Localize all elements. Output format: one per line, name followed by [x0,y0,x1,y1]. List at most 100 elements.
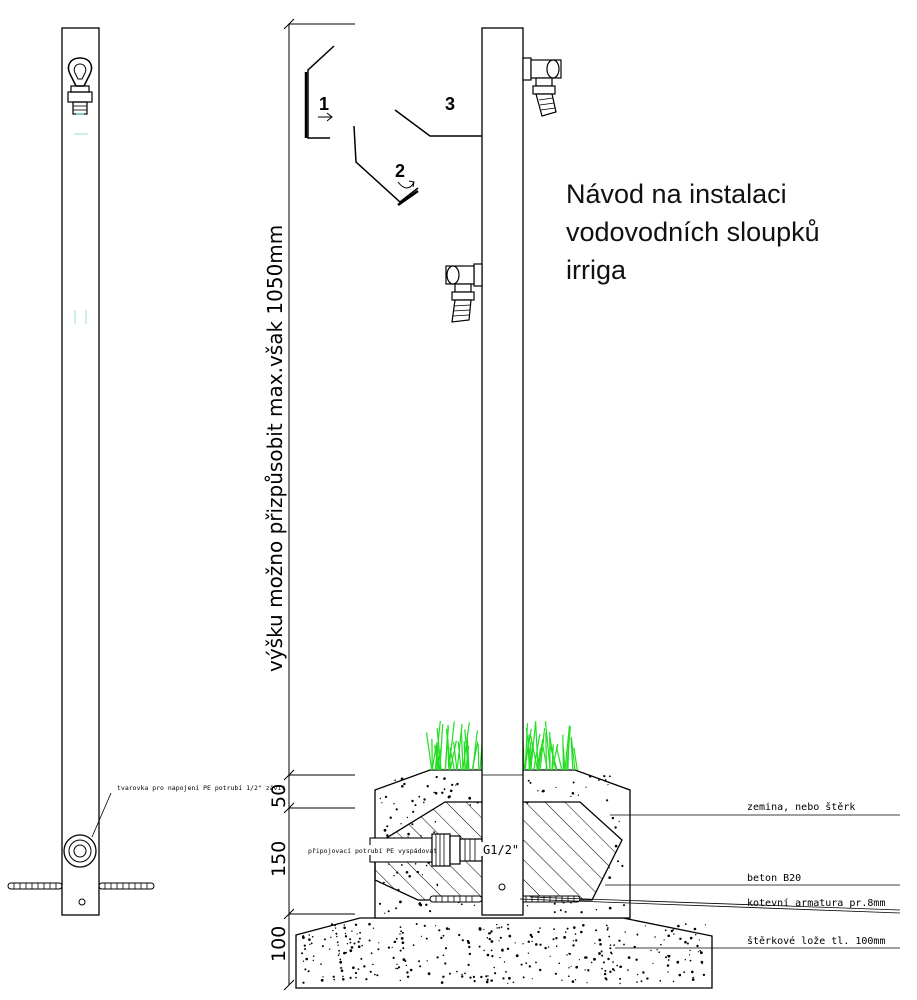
speckle [601,954,604,957]
speckle [508,934,512,938]
speckle [611,816,615,820]
speckle [412,944,415,947]
speckle [491,955,494,958]
speckle [442,934,445,937]
grass-blade [453,741,458,771]
speckle [414,804,417,807]
speckle [357,945,361,948]
speckle [356,933,358,935]
speckle [420,835,422,837]
speckle [456,970,458,973]
speckle [704,924,707,926]
speckle [603,775,606,778]
speckle [402,947,405,950]
speckle [542,789,545,793]
speckle [580,930,583,934]
speckle [692,976,694,979]
speckle [606,928,609,931]
speckle [302,981,305,984]
grass-blade [447,738,450,771]
speckle [698,939,701,941]
speckle [415,923,418,925]
speckle [656,949,658,951]
speckle [467,941,471,944]
speckle [670,929,674,933]
speckle [444,947,448,950]
speckle [368,939,371,942]
speckle [407,836,409,838]
speckle [338,953,340,955]
speckle [399,933,401,935]
grass-blade [449,747,455,771]
speckle [343,926,346,930]
speckle [594,942,596,944]
speckle [664,929,667,932]
speckle [308,934,311,936]
speckle [395,907,398,910]
speckle [412,810,415,813]
grass-blade [545,732,547,771]
speckle [304,948,307,950]
speckle [501,949,504,952]
speckle [609,947,612,950]
speckle [691,970,694,974]
dimension-100: 100 [268,926,290,962]
speckle [395,937,398,940]
speckle [598,779,600,781]
speckle [449,789,453,793]
speckle [332,975,335,978]
speckle [473,904,476,906]
speckle [400,930,402,933]
speckle [636,973,639,976]
step-1-icon: 1 [304,45,335,139]
grass-blade [564,725,571,771]
layer-leaders [519,814,901,949]
speckle [494,972,497,975]
step-2-icon: 2 [353,125,419,207]
speckle [609,970,612,973]
speckle [527,952,530,954]
speckle [420,935,422,937]
grass-blade [530,721,537,771]
speckle [552,938,555,941]
speckle [555,945,558,947]
speckle [411,799,414,803]
speckle [349,938,352,941]
faucet-front-icon [67,57,93,115]
speckle [512,981,515,984]
speckle [559,909,562,912]
speckle [472,975,475,979]
speckle [505,971,507,973]
speckle [580,911,583,914]
speckle [608,935,611,938]
anchor-hole-front [498,883,506,891]
speckle [349,976,352,980]
speckle [598,952,601,955]
speckle [395,967,397,970]
speckle [608,867,610,869]
speckle [451,783,454,787]
speckle [577,794,580,796]
speckle [376,974,379,977]
speckle [401,931,404,934]
speckle [605,924,608,927]
speckle [458,933,461,937]
speckle [525,962,528,964]
speckle [399,926,402,928]
speckle [483,928,485,931]
speckle [676,960,680,964]
speckle [636,981,638,983]
speckle [355,976,357,979]
speckle [570,795,572,798]
step-3-number: 3 [445,94,455,114]
speckle [468,796,472,800]
speckle [539,927,541,929]
grass-blade [435,746,438,771]
speckle [522,943,524,945]
grass-blade [457,741,462,771]
speckle [401,785,404,788]
speckle [468,952,472,956]
speckle [672,980,675,983]
speckle [476,801,479,804]
speckle [353,942,356,945]
